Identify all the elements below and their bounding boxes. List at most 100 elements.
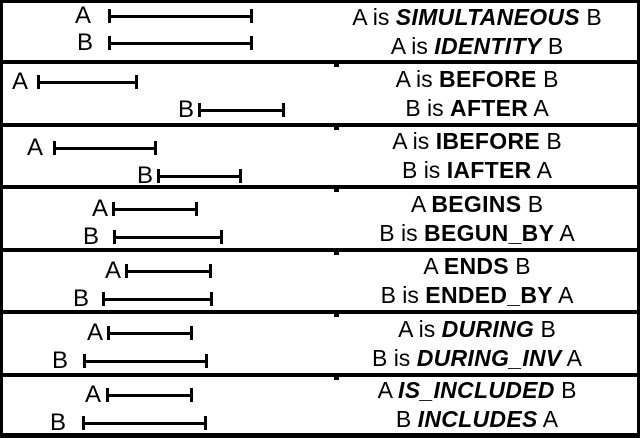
interval-label-a: A: [85, 381, 102, 408]
relation-text-line: A is IDENTITY B: [391, 32, 563, 61]
object-text: A: [528, 94, 549, 121]
relation-text-line: B is AFTER A: [405, 94, 548, 123]
subject-text: A: [423, 253, 444, 279]
interval-label-b: B: [77, 29, 94, 56]
subject-text: A: [410, 190, 432, 217]
relation-text-line: B is BEGUN_BY A: [379, 219, 574, 248]
object-text: A: [552, 282, 574, 308]
interval-bar-a: [108, 9, 253, 23]
relation-term: BEFORE: [439, 65, 537, 92]
subject-text: B is: [380, 282, 426, 308]
relation-description: A is DURING B B is DURING_INV A: [321, 314, 633, 373]
row-divider: [3, 60, 637, 67]
relation-term: ENDS: [443, 253, 509, 279]
interval-label-b: B: [52, 347, 69, 374]
subject-text: A is: [398, 315, 442, 342]
relation-text-line: A is BEFORE B: [396, 65, 559, 94]
row-divider: [3, 248, 637, 255]
relation-description: A BEGINS B B is BEGUN_BY A: [321, 189, 633, 248]
object-text: B: [534, 315, 556, 342]
subject-text: B is: [405, 94, 451, 121]
interval-bar-a: [37, 75, 138, 89]
interval-bar-b: [108, 36, 253, 50]
interval-label-b: B: [73, 285, 90, 312]
subject-text: A: [377, 377, 399, 403]
subject-text: B is: [371, 344, 417, 371]
relation-text-line: A BEGINS B: [411, 190, 543, 219]
relation-description: A ENDS B B is ENDED_BY A: [321, 252, 633, 310]
subject-text: A is: [352, 3, 396, 30]
interval-bar-b: [83, 354, 208, 368]
subject-text: B is: [379, 219, 425, 246]
row-divider: [3, 123, 637, 130]
interval-label-a: A: [87, 319, 104, 346]
relation-term: IBEFORE: [435, 128, 541, 154]
interval-label-b: B: [178, 96, 195, 123]
object-text: A: [554, 219, 575, 246]
object-text: B: [541, 32, 564, 59]
divider-tick: [334, 252, 339, 255]
relation-text-line: A ENDS B: [423, 252, 530, 281]
object-text: A: [531, 157, 553, 183]
relation-text-line: A is IBEFORE B: [392, 127, 562, 156]
object-text: A: [537, 406, 559, 432]
interval-bar-b: [198, 103, 285, 117]
interval-bar-b: [102, 292, 213, 306]
relation-term: BEGUN_BY: [424, 219, 555, 246]
divider-tick: [334, 314, 339, 317]
relation-description: A is IBEFORE B B is IAFTER A: [321, 127, 633, 185]
object-text: B: [536, 65, 559, 92]
interval-label-a: A: [92, 195, 109, 222]
divider-tick: [334, 64, 339, 67]
interval-label-b: B: [137, 162, 154, 189]
divider-tick: [334, 127, 339, 130]
object-text: B: [540, 128, 562, 154]
relation-term: INCLUDES: [417, 406, 538, 432]
subject-text: B is: [401, 157, 447, 183]
subject-text: A is: [390, 32, 435, 59]
relation-term: AFTER: [450, 94, 529, 121]
subject-text: A is: [392, 128, 436, 154]
relation-term: ENDED_BY: [425, 282, 553, 308]
object-text: B: [554, 377, 577, 403]
relation-term: IDENTITY: [434, 32, 542, 59]
interval-bar-b: [113, 230, 223, 244]
interval-label-a: A: [75, 2, 92, 29]
relation-description: A IS_INCLUDED B B INCLUDES A: [321, 377, 633, 433]
interval-label-b: B: [83, 223, 100, 250]
relation-description: A is SIMULTANEOUS B A is IDENTITY B: [321, 3, 633, 60]
relation-text-line: B INCLUDES A: [395, 405, 559, 433]
row-divider: [3, 373, 637, 380]
relation-text-line: A is DURING B: [398, 315, 556, 344]
divider-tick: [334, 377, 339, 380]
object-text: A: [561, 344, 583, 371]
interval-bar-a: [107, 326, 193, 340]
subject-text: A is: [395, 65, 440, 92]
interval-bar-b: [82, 416, 207, 430]
relation-term: BEGINS: [431, 190, 522, 217]
object-text: B: [508, 253, 531, 279]
relation-description: A is BEFORE B B is AFTER A: [321, 64, 633, 123]
divider-tick: [334, 189, 339, 192]
relation-term: SIMULTANEOUS: [395, 3, 580, 30]
row-divider: [3, 185, 637, 192]
interval-bar-a: [125, 264, 212, 278]
interval-label-a: A: [27, 134, 44, 161]
row-divider: [3, 310, 637, 317]
relation-text-line: B is IAFTER A: [402, 156, 552, 185]
object-text: B: [579, 3, 602, 30]
relation-term: DURING: [441, 315, 535, 342]
relation-text-line: B is ENDED_BY A: [381, 281, 574, 310]
relation-text-line: A IS_INCLUDED B: [378, 376, 577, 405]
interval-label-a: A: [105, 257, 122, 284]
subject-text: B: [395, 406, 418, 432]
relation-text-line: A is SIMULTANEOUS B: [352, 3, 601, 32]
relation-text-line: B is DURING_INV A: [372, 344, 582, 373]
relation-term: DURING_INV: [416, 344, 562, 371]
interval-bar-a: [112, 202, 198, 216]
relation-term: IS_INCLUDED: [398, 377, 555, 403]
interval-bar-b: [157, 169, 242, 183]
interval-label-a: A: [12, 68, 29, 95]
relation-term: IAFTER: [446, 157, 532, 183]
